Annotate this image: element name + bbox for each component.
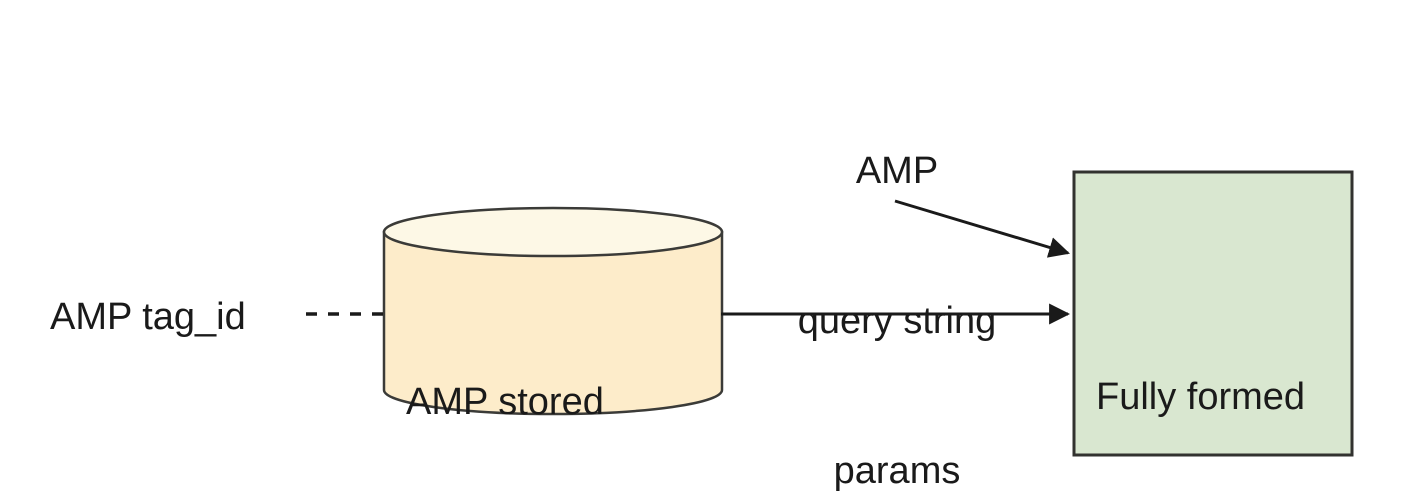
node-amp-stored-request-template[interactable] bbox=[382, 206, 724, 416]
label-amp-query-string-params: AMP query string params bbox=[798, 46, 997, 498]
label-line-1: Fully formed bbox=[1096, 376, 1306, 418]
edge-params-to-ortb[interactable] bbox=[894, 199, 1071, 258]
label-line-2: query string bbox=[797, 300, 997, 342]
cylinder-top-ellipse bbox=[382, 206, 724, 258]
node-fully-formed-ortb[interactable] bbox=[1072, 170, 1354, 457]
label-amp-stored-request-template: AMP stored request template bbox=[406, 277, 689, 498]
ortb-box bbox=[1072, 170, 1354, 457]
cylinder-body bbox=[382, 230, 724, 416]
label-line-3: params bbox=[833, 450, 961, 492]
label-line-1: AMP stored bbox=[406, 381, 604, 423]
label-line-1: AMP bbox=[855, 150, 939, 192]
label-fully-formed-ortb: Fully formed ORTB bbox=[1096, 272, 1305, 498]
label-amp-tag-id: AMP tag_id bbox=[50, 296, 246, 338]
